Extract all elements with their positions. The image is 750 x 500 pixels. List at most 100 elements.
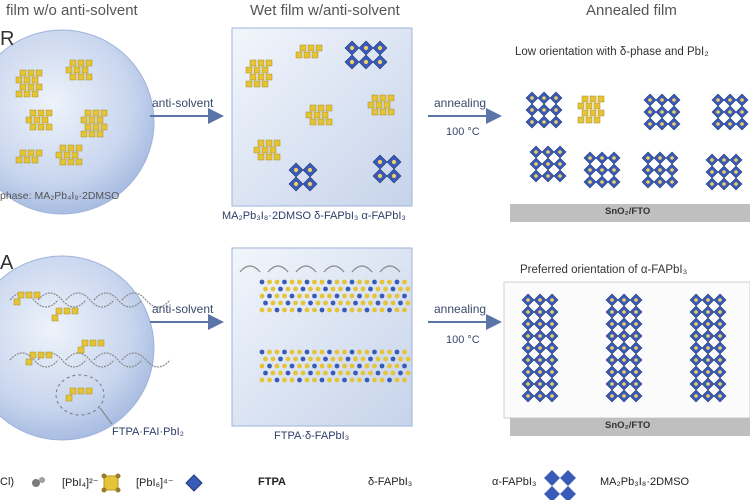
wet-yellow-unit: [371, 94, 379, 102]
annealed-column-octahedron-center: [694, 382, 698, 386]
row2-wet-film-box: [231, 247, 413, 427]
wet-yellow-unit: [325, 118, 333, 126]
row2-precursor-droplet: [0, 255, 155, 441]
wet-layer-unit: [259, 377, 265, 383]
wet-layer-unit: [338, 300, 343, 306]
wet-layer-unit: [300, 356, 306, 362]
wet-layer-unit: [285, 286, 291, 292]
annealed-octahedron-center: [612, 180, 616, 184]
droplet-yellow-unit: [29, 123, 37, 131]
annealed-octahedron-center: [658, 156, 662, 160]
annealed-octahedron-center: [658, 180, 662, 184]
droplet-yellow-unit: [23, 76, 31, 84]
wet-layer-unit: [353, 286, 358, 292]
ftpa-chain: [121, 292, 171, 308]
row2-wet-film-layers: [239, 265, 411, 383]
wet-layer-unit: [375, 370, 381, 376]
wet-layer-unit: [315, 370, 321, 376]
annealed-column-octahedron-center: [634, 310, 638, 314]
annealed-column-octahedron-center: [706, 346, 710, 350]
header-wet-film: Wet film w/anti-solvent: [250, 2, 400, 19]
wet-yellow-unit: [367, 101, 375, 109]
annealed-column-octahedron-center: [610, 394, 614, 398]
wet-layer-unit: [383, 300, 388, 306]
wet-layer-unit: [304, 363, 310, 369]
wet-yellow-unit: [383, 101, 391, 109]
droplet-yellow-unit: [25, 291, 33, 299]
wet-layer-unit: [274, 349, 280, 355]
annealed-octahedron-center: [734, 182, 738, 186]
annealed-column-octahedron-center: [718, 370, 722, 374]
wet-layer-unit: [398, 286, 403, 292]
wet-layer-unit: [263, 300, 268, 306]
ftpa-chain: [65, 352, 115, 368]
wet-yellow-unit: [257, 59, 265, 67]
wet-layer-unit: [274, 293, 280, 299]
wet-layer-unit: [357, 293, 362, 299]
wet-layer-unit: [405, 286, 411, 292]
droplet-yellow-unit: [59, 144, 67, 152]
annealed-column-octahedron-center: [526, 322, 530, 326]
wet-layer-unit: [357, 363, 362, 369]
annealed-octahedron-center: [542, 96, 546, 100]
annealed-column-octahedron-center: [538, 394, 542, 398]
wet-yellow-unit: [371, 108, 379, 116]
droplet-yellow-unit: [13, 298, 21, 306]
droplet-yellow-unit: [100, 109, 108, 117]
ftpa-chain: [93, 352, 143, 368]
wet-yellow-unit: [249, 73, 257, 81]
wet-layer-unit: [353, 356, 358, 362]
annealed-octahedron-center: [648, 122, 652, 126]
droplet-yellow-unit: [31, 156, 39, 164]
wet-octahedron-center: [293, 167, 299, 173]
annealed-octahedron-center: [558, 162, 562, 166]
row1-annealed-note: Low orientation with δ-phase and PbI₂: [515, 46, 709, 58]
annealed-column-octahedron-center: [706, 394, 710, 398]
droplet-yellow-unit: [63, 151, 71, 159]
wet-layer-unit: [304, 293, 310, 299]
annealed-column-octahedron-center: [550, 382, 554, 386]
row1-substrate-label: SnO₂/FTO: [605, 206, 651, 217]
wet-layer-unit: [282, 279, 287, 285]
ftpa-chain: [239, 265, 261, 273]
wet-layer-unit: [398, 356, 403, 362]
annealed-octahedron-center: [740, 110, 744, 114]
droplet-yellow-unit: [77, 73, 85, 81]
wet-layer-unit: [267, 293, 272, 299]
annealed-column-octahedron-center: [706, 322, 710, 326]
wet-layer-unit: [289, 279, 295, 285]
wet-layer-unit: [364, 293, 370, 299]
annealed-column-octahedron-center: [538, 370, 542, 374]
annealed-octahedron-center: [588, 180, 592, 184]
annealed-column-octahedron-center: [526, 394, 530, 398]
wet-layer-unit: [327, 279, 332, 285]
annealed-octahedron-center: [716, 122, 720, 126]
annealed-yellow-unit: [597, 109, 605, 117]
droplet-yellow-unit: [45, 109, 53, 117]
droplet-yellow-unit: [55, 307, 63, 315]
annealed-column-octahedron-center: [610, 334, 614, 338]
wet-octahedron-center: [349, 59, 355, 65]
annealed-octahedron-center: [530, 120, 534, 124]
annealed-column-octahedron-center: [550, 322, 554, 326]
droplet-yellow-unit: [97, 339, 105, 347]
wet-layer-unit: [334, 377, 340, 383]
wet-yellow-unit: [249, 59, 257, 67]
wet-layer-unit: [387, 377, 392, 383]
annealed-column-octahedron-center: [610, 322, 614, 326]
legend-pbi4-glyph: [101, 473, 121, 493]
droplet-yellow-unit: [25, 358, 33, 366]
wet-layer-unit: [383, 370, 388, 376]
wet-layer-unit: [398, 300, 403, 306]
droplet-yellow-unit: [55, 151, 63, 159]
wet-layer-unit: [270, 356, 276, 362]
wet-layer-unit: [379, 279, 385, 285]
wet-layer-unit: [349, 363, 355, 369]
annealed-yellow-unit: [585, 116, 593, 124]
annealed-octahedron-center: [710, 170, 714, 174]
annealed-octahedron-center: [542, 108, 546, 112]
wet-layer-unit: [390, 356, 396, 362]
annealed-octahedron-center: [530, 108, 534, 112]
wet-yellow-unit: [375, 101, 383, 109]
annealed-column-octahedron-center: [718, 346, 722, 350]
